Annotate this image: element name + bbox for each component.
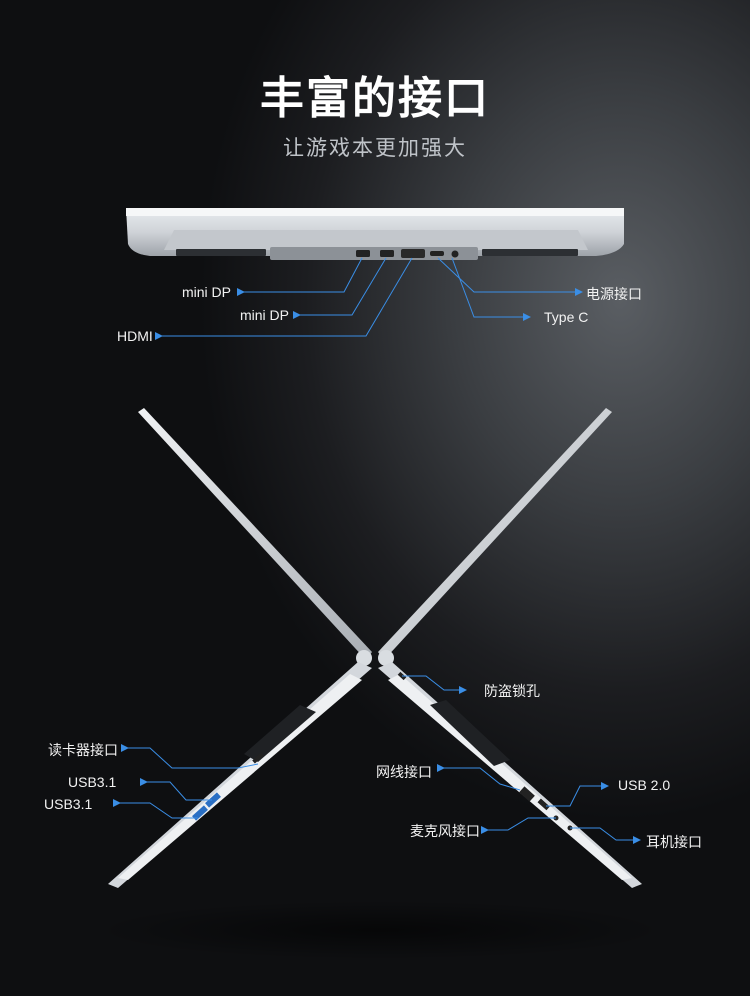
usb31-label-1: USB3.1 bbox=[68, 774, 117, 790]
floor-shadow bbox=[90, 900, 670, 960]
power-label: 电源接口 bbox=[586, 286, 642, 302]
mini-dp-label-1: mini DP bbox=[182, 284, 232, 300]
usb31-port-2 bbox=[192, 805, 208, 821]
laptop-left-side bbox=[108, 408, 372, 888]
card-reader-slot bbox=[252, 752, 264, 764]
laptop-rear-view bbox=[126, 208, 624, 260]
rear-vent-left bbox=[176, 249, 266, 256]
headphone-label: 耳机接口 bbox=[646, 834, 702, 850]
mini-dp-label-2: mini DP bbox=[240, 307, 290, 323]
power-port bbox=[451, 250, 459, 258]
hdmi-port bbox=[401, 249, 425, 258]
rear-leader-lines bbox=[155, 257, 583, 340]
mic-label: 麦克风接口 bbox=[410, 823, 480, 839]
usb20-port bbox=[537, 798, 550, 811]
rear-vent-right bbox=[482, 249, 578, 256]
ethernet-port bbox=[519, 786, 535, 802]
hdmi-label: HDMI bbox=[117, 328, 153, 344]
card-reader-label: 读卡器接口 bbox=[48, 742, 118, 758]
lock-label: 防盗锁孔 bbox=[484, 683, 540, 699]
type-c-port bbox=[430, 251, 444, 256]
ethernet-label: 网线接口 bbox=[376, 764, 432, 780]
type-c-label: Type C bbox=[544, 309, 589, 325]
usb20-label: USB 2.0 bbox=[618, 777, 671, 793]
usb31-label-2: USB3.1 bbox=[44, 796, 93, 812]
usb31-port-1 bbox=[205, 792, 221, 808]
mini-dp-port-2 bbox=[380, 250, 394, 257]
page-subtitle: 让游戏本更加强大 bbox=[283, 137, 467, 160]
side-leader-lines bbox=[113, 675, 641, 844]
laptop-right-side bbox=[378, 408, 642, 888]
mini-dp-port-1 bbox=[356, 250, 370, 257]
page-title: 丰富的接口 bbox=[260, 74, 490, 123]
